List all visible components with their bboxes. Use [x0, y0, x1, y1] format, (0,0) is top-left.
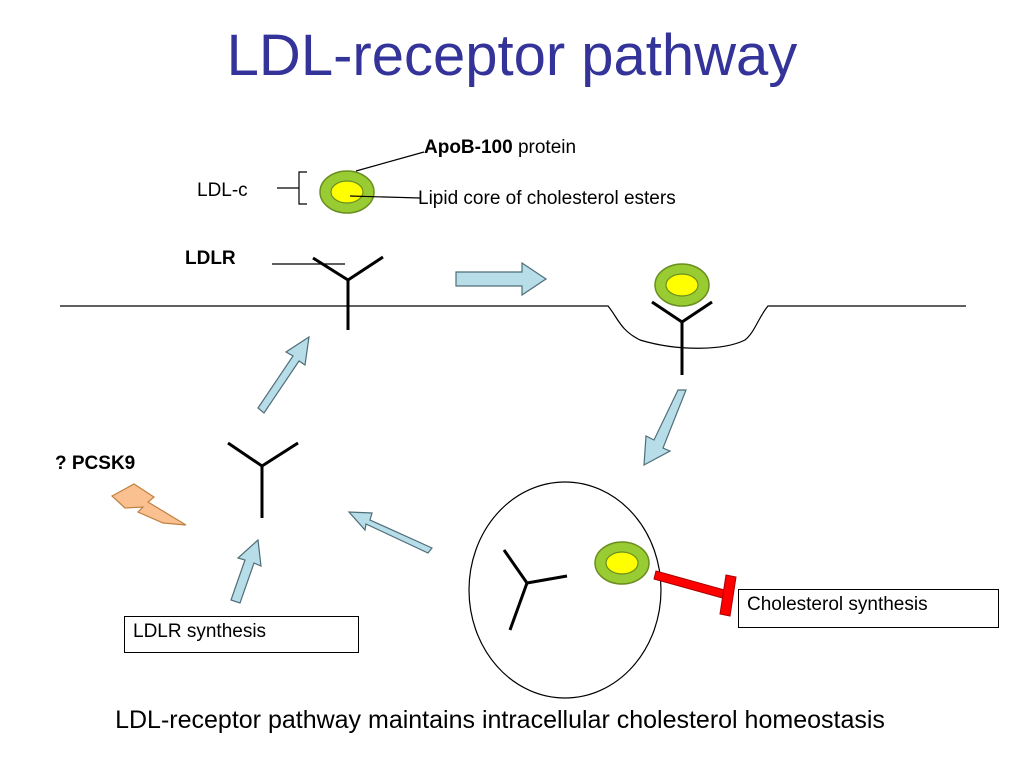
slide-caption: LDL-receptor pathway maintains intracell…	[115, 706, 885, 734]
ldlr-synthesis-box: LDLR synthesis	[124, 616, 359, 653]
cell-membrane	[60, 305, 966, 349]
lipid-core-label: Lipid core of cholesterol esters	[418, 188, 676, 209]
apob-label: ApoB-100 protein	[424, 137, 576, 159]
apob-label-rest: protein	[512, 137, 577, 158]
apob-leader-line	[355, 151, 425, 172]
slide-title: LDL-receptor pathway	[226, 23, 798, 88]
ldlr-receptor-pit	[651, 300, 713, 375]
ldlc-bracket	[298, 171, 307, 205]
arrow-recycling	[347, 511, 433, 554]
ldl-particle-legend-core	[330, 180, 364, 204]
arrow-from-synthesis	[230, 538, 262, 604]
apob-label-bold: ApoB-100	[424, 137, 513, 158]
pcsk9-lightning-icon	[110, 483, 187, 526]
ldlr-synthesis-label: LDLR synthesis	[133, 621, 267, 642]
arrow-to-endosome	[643, 389, 687, 467]
cholesterol-synthesis-box: Cholesterol synthesis	[738, 589, 999, 628]
ldlr-receptor-new	[227, 441, 299, 518]
arrow-to-coated-pit	[455, 261, 548, 297]
ldlr-label: LDLR	[185, 248, 236, 269]
arrow-to-membrane	[257, 335, 310, 414]
ldl-particle-bound-core	[665, 273, 699, 297]
endosome-vesicle	[468, 481, 662, 699]
ldlr-receptor-endosome	[502, 549, 568, 631]
inhibition-symbol	[653, 570, 737, 617]
lipid-core-leader-line	[349, 195, 421, 199]
ldlr-receptor-membrane	[312, 255, 384, 330]
cholesterol-synthesis-label: Cholesterol synthesis	[747, 594, 928, 615]
ldlc-label: LDL-c	[197, 180, 248, 201]
ldl-particle-endosome-core	[605, 551, 639, 575]
pcsk9-label: ? PCSK9	[55, 453, 136, 474]
